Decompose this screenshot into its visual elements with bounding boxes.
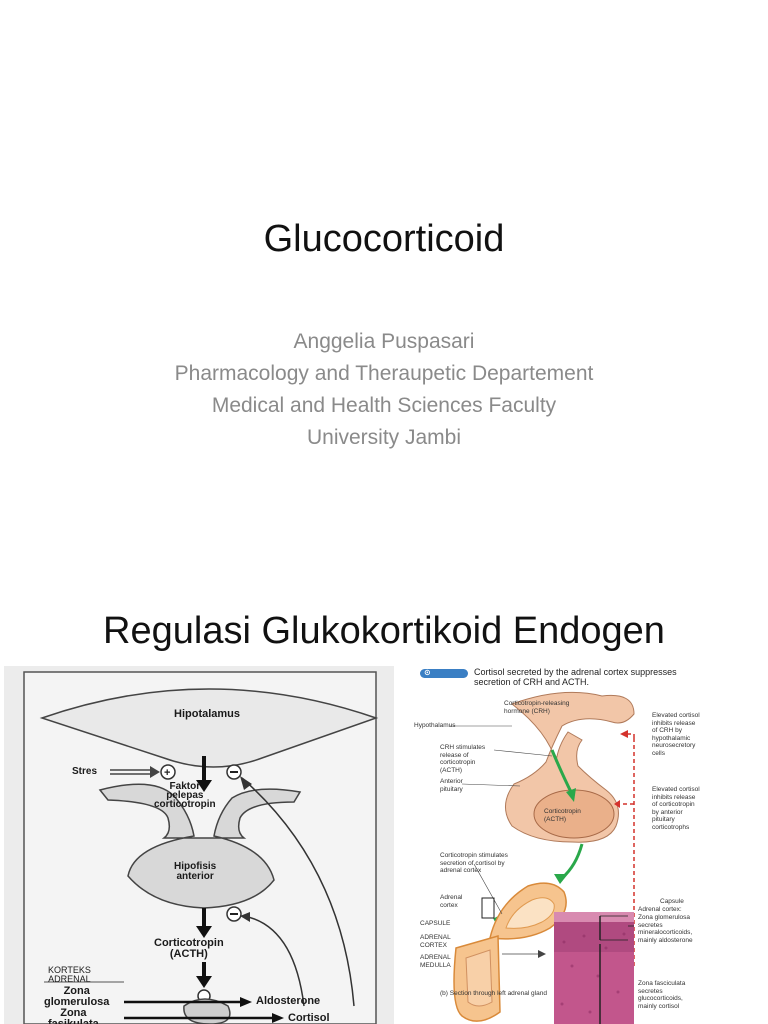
zona-glomerulosa-desc: Zona glomerulosa secretes mineralocortic… [638, 914, 693, 944]
adrenal-medulla-small-label: ADRENAL MEDULLA [420, 954, 451, 969]
elevated-cortisol-acth-label: Elevated cortisol inhibits release of co… [652, 786, 700, 831]
hpa-axis-diagram-scan: + [4, 666, 394, 1024]
hpa-axis-drawing: + [23, 671, 379, 1024]
corticotropin-label: Corticotropin (ACTH) [544, 808, 581, 823]
feedback-anatomy-drawing [450, 691, 635, 1024]
figure-caption: Cortisol secreted by the adrenal cortex … [474, 667, 677, 687]
stres-label: Stres [72, 766, 98, 777]
adrenal-cortex-right-label: Adrenal cortex: [638, 906, 682, 913]
corticotropin-stimulates-label: Corticotropin stimulates secretion of co… [440, 852, 508, 874]
section-caption: (b) Section through left adrenal gland [440, 990, 547, 997]
crh-stimulates-label: CRH stimulates release of corticotropin … [440, 744, 486, 774]
figure-badge: ⊙ [420, 668, 468, 678]
anterior-pituitary-label: Anterior pituitary [440, 778, 463, 793]
slide-subtitle: Anggelia Puspasari Pharmacology and Ther… [0, 326, 768, 454]
slide-title: Glucocorticoid [263, 218, 505, 260]
faktor-pelepas-label: Faktor pelepas corticotropin [154, 781, 216, 810]
crh-label: Corticotropin-releasing hormone (CRH) [504, 700, 570, 715]
zona-fasikulata-label: Zona fasikulata [48, 1007, 99, 1024]
hypothalamus-label: Hypothalamus [414, 722, 456, 729]
author-name: Anggelia Puspasari [293, 330, 475, 353]
title-slide: Glucocorticoid Anggelia Puspasari Pharma… [0, 218, 768, 454]
department-line: Pharmacology and Theraupetic Departement [174, 362, 594, 385]
aldosterone-label: Aldosterone [256, 995, 321, 1007]
slide-title: Regulasi Glukokortikoid Endogen [103, 610, 665, 652]
regulation-slide: Regulasi Glukokortikoid Endogen + [0, 576, 768, 1024]
zona-glomerulosa-label: Zona glomerulosa [44, 985, 110, 1008]
hipotalamus-label: Hipotalamus [174, 708, 241, 720]
korteks-adrenal-label: KORTEKS ADRENAL [48, 965, 91, 984]
svg-text:+: + [164, 767, 170, 779]
cortisol-feedback-figure: ⊙ Cortisol secreted by the adrenal corte… [402, 666, 768, 1024]
adrenal-cortex-small-label: ADRENAL CORTEX [420, 934, 451, 949]
capsule-label: Capsule [660, 898, 684, 905]
faculty-line: Medical and Health Sciences Faculty [211, 394, 557, 417]
adrenal-cortex-label: Adrenal cortex [440, 894, 463, 909]
elevated-cortisol-crh-label: Elevated cortisol inhibits release of CR… [652, 712, 700, 757]
zona-fasciculata-desc: Zona fasciculata secretes glucocorticoid… [638, 980, 686, 1010]
corticotropin-acth-label: Corticotropin (ACTH) [154, 937, 224, 960]
hipofisis-anterior-label: Hipofisis anterior [174, 861, 217, 882]
cortisol-label: Cortisol [288, 1012, 330, 1024]
university-line: University Jambi [306, 426, 462, 449]
capsule-small-label: CAPSULE [420, 920, 451, 927]
